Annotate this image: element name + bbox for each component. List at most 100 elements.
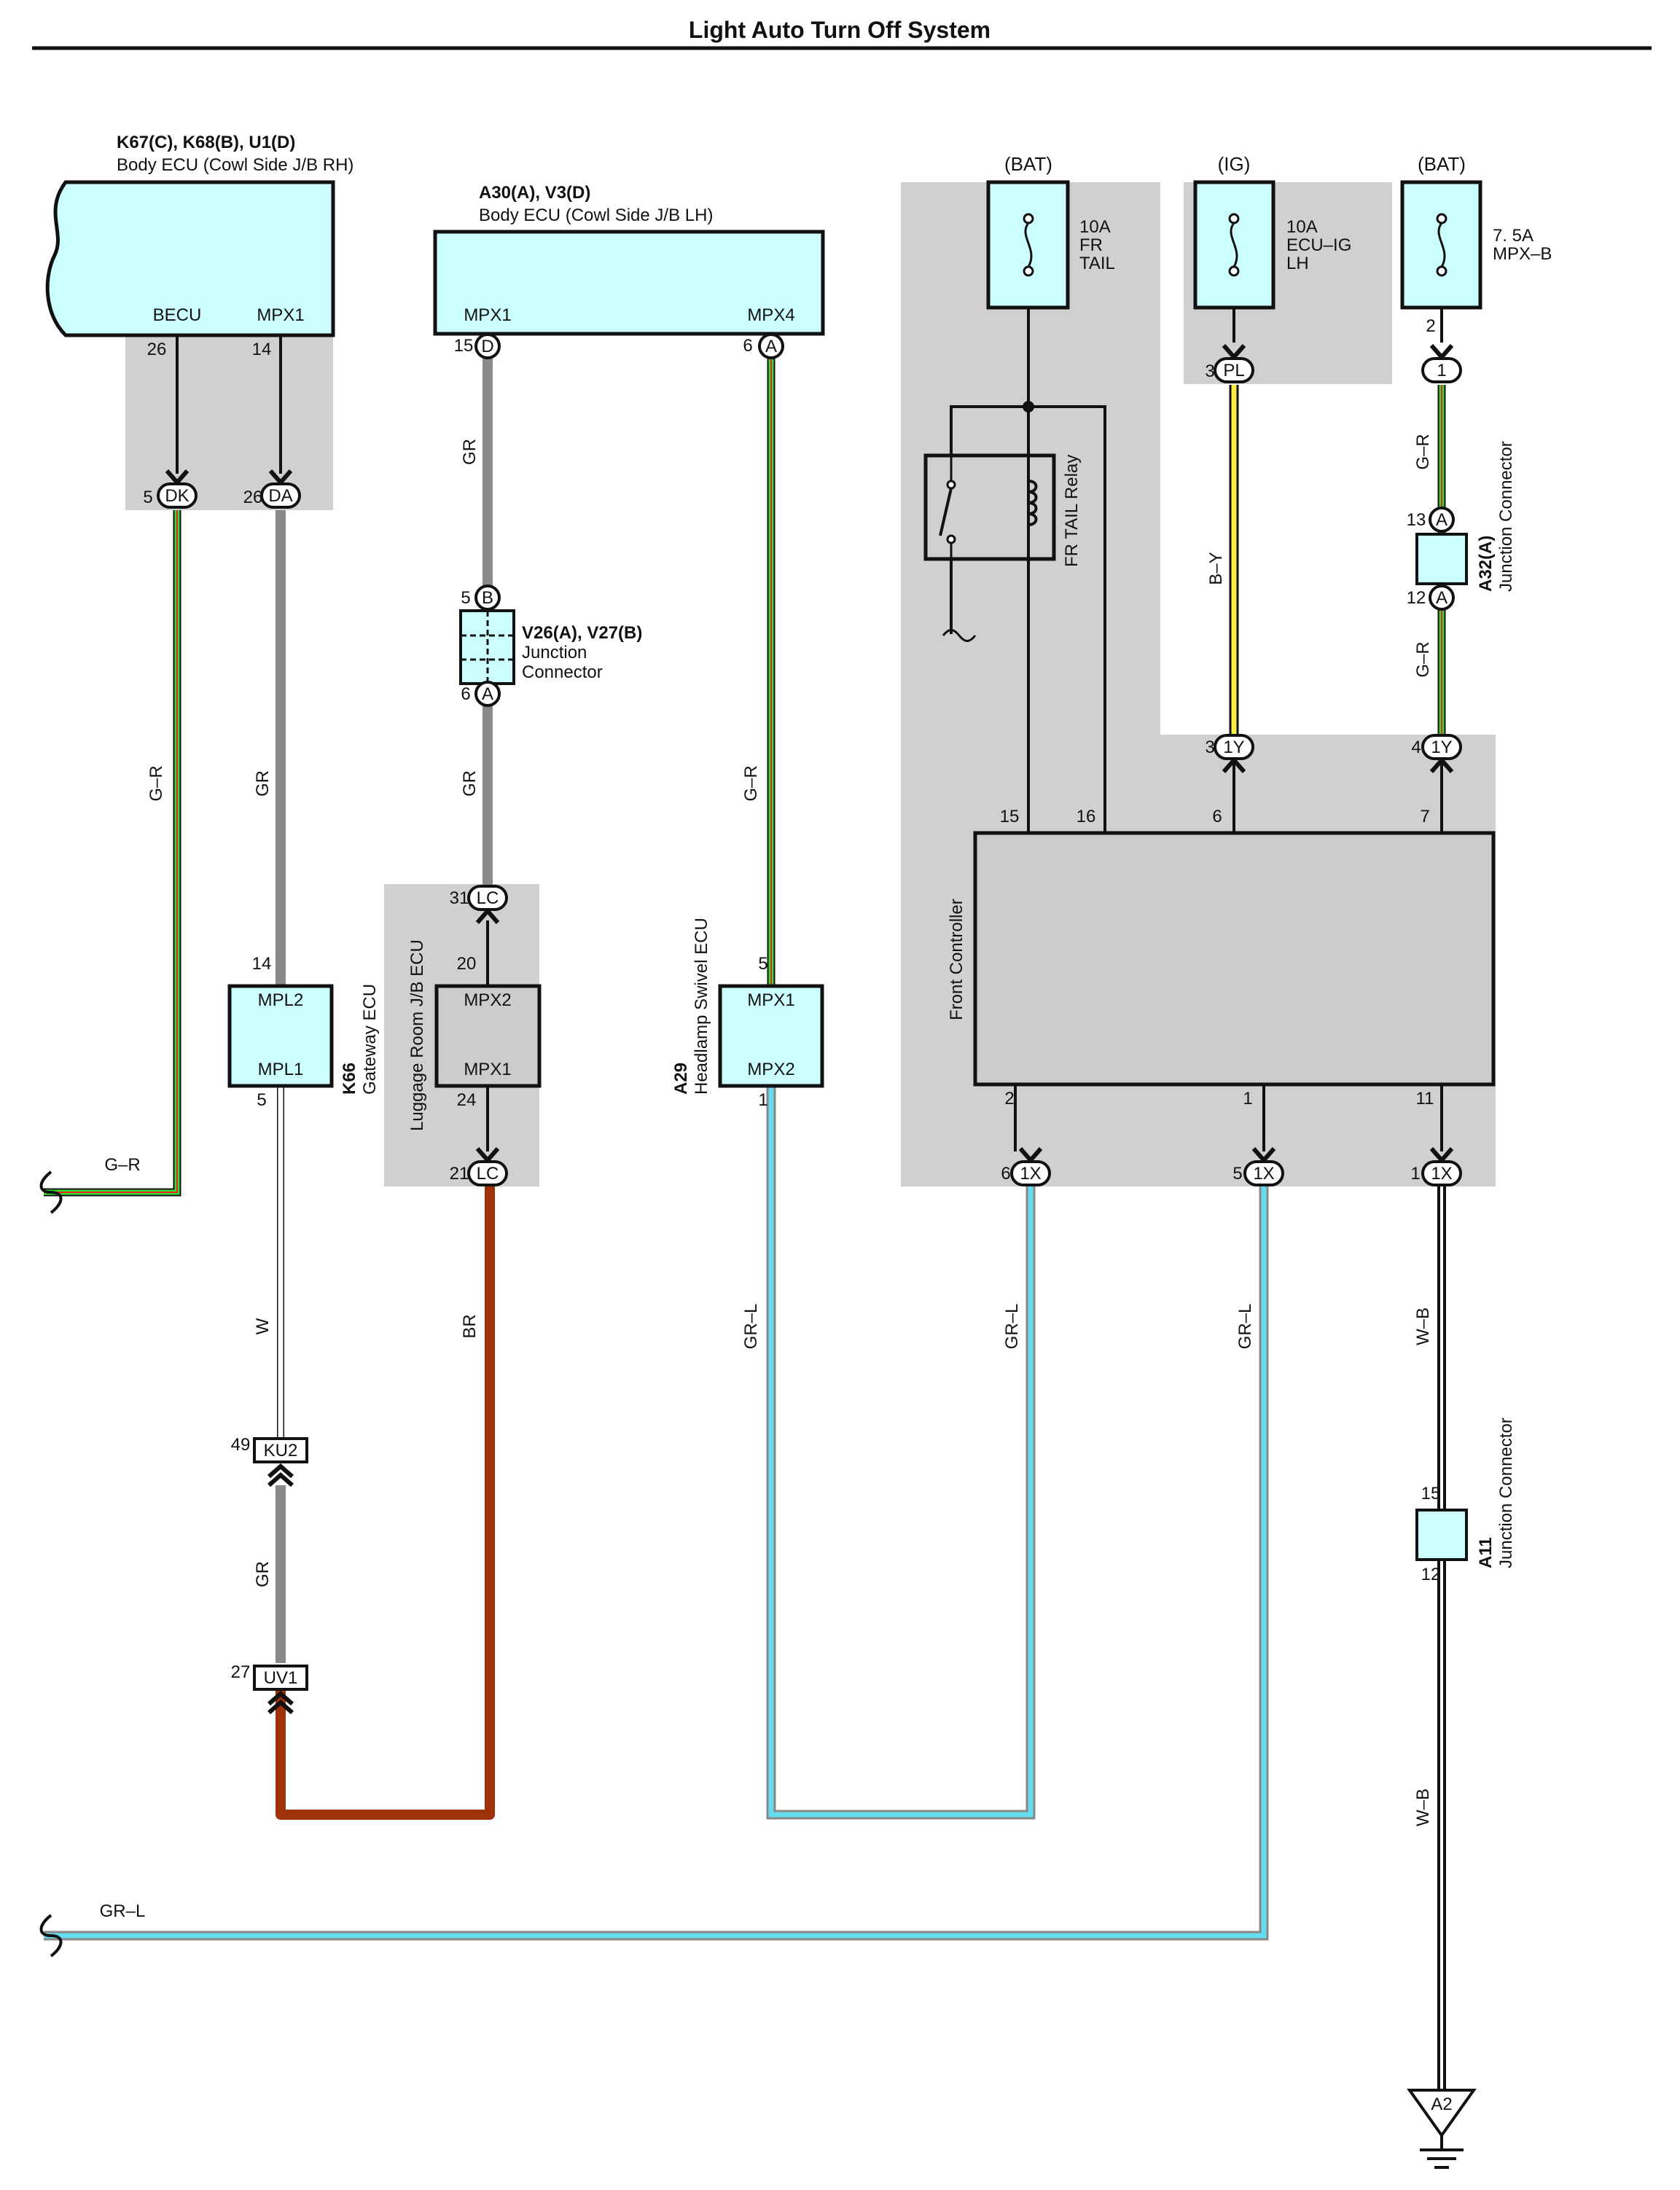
gateway-ecu-id: K66: [340, 1063, 359, 1095]
wire-color-label: G–R: [104, 1155, 140, 1175]
pin-number: 14: [252, 954, 272, 974]
junction-a11-name: Junction Connector: [1496, 1417, 1516, 1568]
pin-number: 26: [243, 488, 263, 507]
break-g-r: [39, 1170, 63, 1214]
junction-a32-name: Junction Connector: [1496, 441, 1516, 592]
luggage-ecu: [434, 984, 542, 1088]
wire-gr-l-headlamp: [766, 1086, 1036, 1820]
wire-g-r-dk: [44, 510, 181, 1197]
gateway-ecu-name: Gateway ECU: [360, 984, 380, 1095]
wire-color-label: GR: [460, 770, 480, 797]
fuse-2-source: (IG): [1218, 153, 1251, 175]
wire-color-label: GR: [253, 770, 273, 797]
connector-label: 1X: [1431, 1164, 1452, 1184]
shade-body-ecu-rh: [125, 335, 333, 510]
pin-number: 1: [1243, 1089, 1252, 1108]
pin-number: 1: [758, 1090, 767, 1110]
connector-label: 1: [1437, 361, 1446, 380]
wire-color-label: B–Y: [1206, 552, 1226, 584]
pin-number: 31: [450, 888, 469, 908]
pin-label-lugg-mpx1: MPX1: [464, 1060, 511, 1079]
junction-v26-line1: Junction: [522, 643, 587, 662]
pin-number: 12: [1407, 588, 1426, 608]
junction-v26-line2: Connector: [522, 662, 603, 682]
connector-label: A: [1436, 588, 1447, 608]
fuse-2-line3: LH: [1286, 254, 1309, 273]
junction-a32: [1415, 533, 1468, 585]
wire-color-label: GR: [253, 1561, 273, 1587]
diagram-title: Light Auto Turn Off System: [689, 17, 991, 43]
gateway-ecu: [227, 984, 334, 1088]
front-controller: [973, 831, 1496, 1087]
connector-label: PL: [1223, 361, 1244, 380]
connector-label: 1Y: [1431, 738, 1452, 757]
pin-number: 7: [1420, 807, 1429, 826]
luggage-ecu-name: Luggage Room J/B ECU: [407, 939, 427, 1131]
body-ecu-rh-ids: K67(C), K68(B), U1(D): [117, 133, 295, 152]
connector-label: DK: [165, 486, 189, 506]
headlamp-ecu-name: Headlamp Swivel ECU: [692, 918, 711, 1095]
connector-label: 1Y: [1223, 738, 1244, 757]
connector-uv1: UV1: [253, 1665, 308, 1715]
front-controller-label: Front Controller: [947, 899, 966, 1020]
pin-number: 3: [1205, 361, 1214, 381]
connector-1y: 1Y: [1214, 734, 1254, 773]
pin-number: 26: [147, 340, 167, 359]
pin-number: 15: [1421, 1484, 1441, 1503]
splice-dot: [1023, 401, 1034, 412]
wire-color-label: G–R: [741, 765, 761, 801]
pin-number: 5: [143, 488, 152, 507]
ground-label: A2: [1431, 2095, 1452, 2114]
pin-number: 14: [252, 340, 272, 359]
wire-color-label: GR–L: [1235, 1304, 1255, 1350]
wire-color-label: G–R: [1413, 434, 1433, 469]
wire-color-label: GR–L: [1002, 1304, 1022, 1350]
connector-label: DA: [268, 486, 292, 506]
pin-number: 20: [457, 954, 477, 974]
wire-color-label: GR–L: [100, 1901, 146, 1921]
connector-da: DA: [260, 469, 301, 509]
connector-label: A: [765, 337, 777, 356]
connector-a: A: [1429, 584, 1455, 611]
connector-1x: 1X: [1421, 1147, 1462, 1186]
pin-label-lugg-mpx2: MPX2: [464, 990, 511, 1010]
connector-1x: 1X: [1243, 1147, 1284, 1186]
body-ecu-rh-name: Body ECU (Cowl Side J/B RH): [117, 155, 353, 175]
pin-label-mpx1-rh: MPX1: [257, 305, 304, 325]
connector-label: LC: [477, 1164, 499, 1184]
connector-lc: LC: [467, 885, 508, 924]
pin-number: 13: [1407, 510, 1426, 530]
headlamp-ecu: [718, 984, 824, 1088]
pin-number: 4: [1411, 738, 1421, 757]
wire-color-label: GR: [460, 439, 480, 465]
junction-a32-id: A32(A): [1476, 536, 1496, 592]
wire-gr-l-bottom: [44, 1186, 1269, 1941]
connector-a: A: [474, 681, 501, 707]
connector-a: A: [1429, 507, 1455, 533]
wire-relay-tap: [950, 405, 1028, 455]
fuse-3-line2: MPX–B: [1493, 244, 1552, 264]
pin-number: 2: [1004, 1089, 1014, 1108]
connector-label: UV1: [264, 1668, 298, 1688]
connector-1y: 1Y: [1421, 734, 1462, 773]
body-ecu-lh-ids: A30(A), V3(D): [479, 183, 590, 203]
break-gr-l: [39, 1914, 63, 1958]
pin-label-mpx4: MPX4: [747, 305, 794, 325]
pin-number: 6: [743, 336, 752, 356]
connector-ku2: KU2: [253, 1437, 308, 1487]
wire-color-label: W–B: [1413, 1788, 1433, 1826]
connector-a: A: [758, 333, 784, 359]
pin-number: 15: [454, 336, 474, 356]
pin-number: 16: [1077, 807, 1096, 826]
connector-label: KU2: [264, 1441, 298, 1460]
connector-label: A: [1436, 510, 1447, 530]
fuse-1-amp: 10A: [1079, 217, 1111, 237]
connector-dk: DK: [157, 469, 198, 509]
connector-1x: 1X: [1010, 1147, 1051, 1186]
junction-a11: [1415, 1509, 1468, 1561]
wire-color-label: G–R: [146, 765, 166, 801]
